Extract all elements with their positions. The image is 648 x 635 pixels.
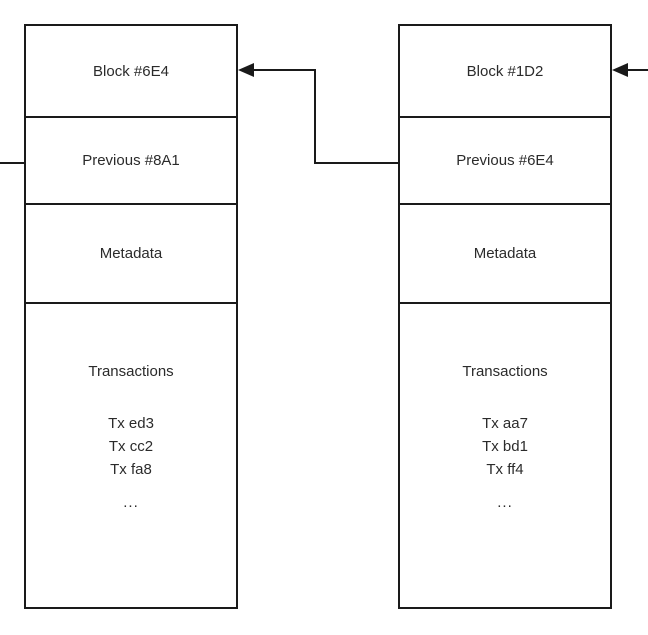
arrowhead-left-icon — [612, 63, 628, 77]
block-metadata-label: Metadata — [99, 245, 163, 262]
block-previous-label: Previous #6E4 — [456, 152, 554, 169]
block-header-label: Block #1D2 — [466, 62, 544, 80]
block-metadata-row: Metadata — [26, 205, 236, 304]
block-metadata-row: Metadata — [400, 205, 610, 304]
connector-line — [248, 69, 398, 164]
connector-link-incoming-right — [612, 63, 648, 77]
transactions-title: Transactions — [88, 363, 174, 380]
block-previous-row: Previous #6E4 — [400, 118, 610, 205]
block-card-1d2[interactable]: Block #1D2 Previous #6E4 Metadata Transa… — [398, 24, 612, 609]
transactions-more-indicator: ... — [497, 494, 513, 511]
block-header-row: Block #1D2 — [400, 26, 610, 118]
block-metadata-label: Metadata — [473, 245, 537, 262]
transactions-title: Transactions — [462, 363, 548, 380]
transactions-list: Tx ed3 Tx cc2 Tx fa8 ... — [108, 412, 154, 514]
transactions-list: Tx aa7 Tx bd1 Tx ff4 ... — [482, 412, 528, 514]
block-header-label: Block #6E4 — [93, 62, 169, 80]
transaction-item: Tx fa8 — [110, 461, 152, 478]
transactions-more-indicator: ... — [123, 494, 139, 511]
block-card-6e4[interactable]: Block #6E4 Previous #8A1 Metadata Transa… — [24, 24, 238, 609]
block-header-row: Block #6E4 — [26, 26, 236, 118]
transaction-item: Tx aa7 — [482, 415, 528, 432]
transaction-item: Tx ff4 — [486, 461, 524, 478]
block-previous-row: Previous #8A1 — [26, 118, 236, 205]
connector-link-1d2-to-6e4 — [238, 63, 398, 164]
block-transactions-row: Transactions Tx ed3 Tx cc2 Tx fa8 ... — [26, 304, 236, 607]
arrowhead-left-icon — [238, 63, 254, 77]
transaction-item: Tx cc2 — [108, 438, 154, 455]
block-previous-label: Previous #8A1 — [82, 152, 180, 169]
transaction-item: Tx bd1 — [482, 438, 528, 455]
block-transactions-row: Transactions Tx aa7 Tx bd1 Tx ff4 ... — [400, 304, 610, 607]
transaction-item: Tx ed3 — [108, 415, 154, 432]
